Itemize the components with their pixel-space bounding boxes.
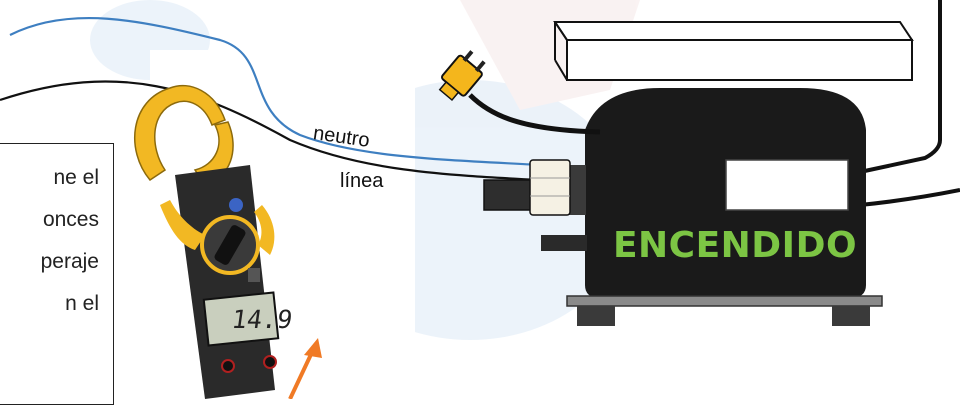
arrow-icon	[288, 338, 322, 399]
neutral-wire	[9, 16, 541, 167]
explanation-line: peraje	[40, 250, 99, 273]
jack-v	[263, 355, 277, 369]
terminal-connector	[483, 159, 571, 216]
jack-com	[221, 359, 235, 373]
explanation-line: onces	[42, 208, 99, 231]
clamp-meter	[133, 84, 280, 399]
explanation-line: ne el	[53, 166, 99, 189]
compressor-base	[566, 295, 883, 307]
tray	[553, 21, 914, 81]
compressor-status: ENCENDIDO	[612, 225, 858, 266]
plug-icon	[438, 50, 486, 102]
clamp-jaw	[133, 84, 226, 181]
line-wire	[0, 80, 541, 182]
compressor-label-plate	[725, 159, 849, 211]
compressor-foot-left	[577, 306, 615, 326]
compressor-foot-right	[832, 306, 870, 326]
explanation-line: n el	[65, 292, 99, 315]
compressor	[541, 88, 883, 326]
plug-cable	[468, 93, 601, 135]
lcd-display	[202, 291, 280, 347]
line-label: línea	[340, 170, 384, 192]
meter-reading: 14.9	[229, 305, 295, 334]
hold-button	[229, 198, 243, 212]
explanation-box: ne el onces peraje n el	[0, 143, 114, 405]
pipe-vertical	[859, 0, 942, 174]
pipe-lower	[859, 188, 960, 207]
